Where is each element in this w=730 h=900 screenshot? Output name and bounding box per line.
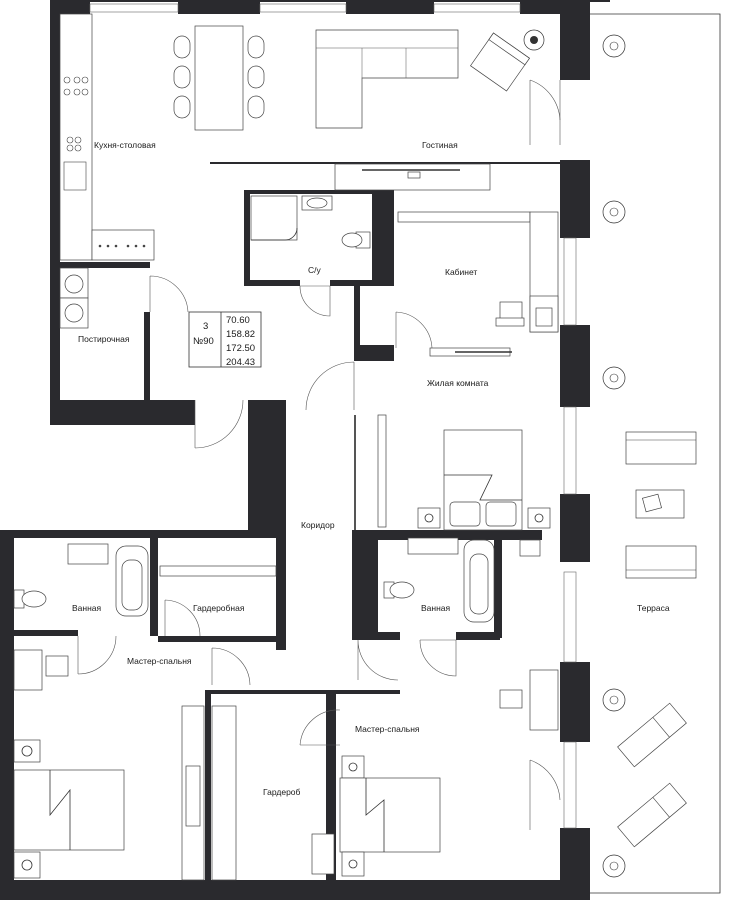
plant-terrace xyxy=(602,688,626,712)
area-value: 204.43 xyxy=(226,357,255,368)
plant-terrace xyxy=(602,854,626,878)
room-label-wc: С/у xyxy=(308,265,322,275)
rooms-count: 3 xyxy=(203,321,208,332)
room-label-wardrobe: Гардероб xyxy=(263,787,301,797)
plant-living xyxy=(523,29,545,51)
room-label-master-right: Мастер-спальня xyxy=(355,724,420,734)
doors xyxy=(77,79,561,830)
room-label-living-room: Жилая комната xyxy=(427,378,489,388)
plant-terrace xyxy=(602,200,626,224)
apartment-info: 3 №90 70.60 158.82 172.50 204.43 xyxy=(188,311,262,368)
office-furniture xyxy=(397,211,559,333)
room-label-bath-right: Ванная xyxy=(421,603,451,613)
living-room-furniture xyxy=(354,347,551,531)
kitchen-furniture xyxy=(59,13,265,261)
area-value: 70.60 xyxy=(226,315,250,326)
master-right-furniture xyxy=(311,669,559,877)
bath-left-fixtures xyxy=(13,543,149,617)
master-left-furniture xyxy=(13,649,237,881)
walls xyxy=(0,0,610,900)
room-label-corridor: Коридор xyxy=(301,520,335,530)
living-furniture xyxy=(315,29,530,191)
area-value: 172.50 xyxy=(226,343,255,354)
plant-terrace xyxy=(602,366,626,390)
plant-terrace xyxy=(602,34,626,58)
room-label-laundry: Постирочная xyxy=(78,334,130,344)
bath-right-fixtures xyxy=(383,537,541,623)
room-label-master-left: Мастер-спальня xyxy=(127,656,192,666)
room-label-wardrobe-room: Гардеробная xyxy=(193,603,245,613)
area-value: 158.82 xyxy=(226,329,255,340)
room-label-living: Гостиная xyxy=(422,140,458,150)
windows xyxy=(89,3,577,829)
room-label-bath-left: Ванная xyxy=(72,603,102,613)
terrace-area xyxy=(590,13,721,894)
room-labels: Кухня-столовая Гостиная С/у Кабинет Пост… xyxy=(72,140,670,797)
room-label-kitchen: Кухня-столовая xyxy=(94,140,156,150)
terrace-furniture xyxy=(602,34,697,878)
wardrobe-room-furniture xyxy=(159,565,277,577)
apartment-number: №90 xyxy=(193,336,214,347)
room-label-office: Кабинет xyxy=(445,267,477,277)
wc-fixtures xyxy=(250,195,371,249)
laundry-fixtures xyxy=(59,267,89,329)
room-label-terrace: Терраса xyxy=(637,603,670,613)
